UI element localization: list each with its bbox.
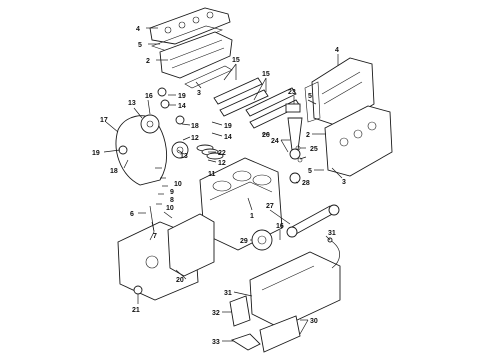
callout-10: 10	[174, 181, 182, 188]
front-seal	[133, 285, 143, 295]
sensor-wire	[329, 239, 340, 269]
callout-12-upper: 12	[191, 135, 199, 142]
oil-pan-lower	[259, 315, 301, 353]
callout-20: 20	[176, 277, 184, 284]
left-cylinder-head	[159, 31, 233, 79]
left-valve-cover-gasket	[151, 25, 223, 53]
callout-19-mid: 19	[224, 123, 232, 130]
callout-16-lower: 16	[276, 223, 284, 230]
timing-chain	[115, 115, 167, 186]
rear-main-seal	[289, 172, 301, 184]
callout-16: 16	[145, 93, 153, 100]
callout-28: 28	[302, 180, 310, 187]
cam-seal	[157, 87, 167, 97]
left-valve-cover	[149, 7, 231, 45]
callout-32: 32	[212, 310, 220, 317]
callout-10-lower: 10	[166, 205, 174, 212]
callout-8: 8	[170, 197, 174, 204]
callout-14-mid: 14	[224, 134, 232, 141]
callout-1: 1	[250, 213, 254, 220]
callout-3: 3	[197, 90, 201, 97]
callout-12: 12	[218, 160, 226, 167]
cam-bolt	[160, 99, 170, 109]
callout-5-right-lower: 5	[308, 168, 312, 175]
right-valve-cover-gasket	[304, 81, 321, 123]
callout-11: 11	[208, 171, 216, 178]
leader-lines	[103, 27, 343, 342]
callout-26: 26	[262, 132, 270, 139]
callout-23: 23	[288, 89, 296, 96]
timing-cover	[117, 213, 215, 301]
callout-29: 29	[240, 238, 248, 245]
callout-13-lower: 13	[180, 153, 188, 160]
callout-18-upper: 18	[191, 123, 199, 130]
oil-pump	[229, 295, 251, 327]
crankshaft	[286, 204, 340, 238]
callout-13: 13	[128, 100, 136, 107]
callout-19: 19	[178, 93, 186, 100]
callout-31: 31	[328, 230, 336, 237]
crank-pulley	[251, 229, 273, 251]
callout-24: 24	[271, 138, 279, 145]
callout-21: 21	[132, 307, 140, 314]
right-valve-cover	[311, 57, 375, 127]
callout-15-left: 15	[232, 57, 240, 64]
callout-30: 30	[310, 318, 318, 325]
oil-pickup-tube	[230, 333, 261, 351]
callout-5: 5	[138, 42, 142, 49]
callout-31-lower: 31	[224, 290, 232, 297]
callout-9: 9	[170, 189, 174, 196]
cam-sprocket	[140, 114, 160, 134]
callout-17: 17	[100, 117, 108, 124]
callout-2: 2	[146, 58, 150, 65]
callout-14: 14	[178, 103, 186, 110]
right-cylinder-head	[324, 105, 393, 177]
dipstick-tube	[149, 205, 155, 241]
callout-4-right: 4	[335, 47, 339, 54]
callout-19-left: 19	[92, 150, 100, 157]
callout-15-right: 15	[262, 71, 270, 78]
callout-5-right: 5	[308, 93, 312, 100]
oil-pan-upper	[249, 251, 341, 329]
callout-18-lower: 18	[110, 168, 118, 175]
camshafts-left	[213, 77, 301, 129]
callout-labels: 4 5 2 3 15 15 19 14 13 16 17 18 12 13 19…	[92, 26, 346, 346]
left-head-gasket	[184, 65, 233, 89]
idler	[118, 145, 128, 155]
tensioner	[175, 115, 185, 125]
connecting-rod-assembly	[285, 103, 303, 163]
callout-22: 22	[218, 150, 226, 157]
engine-block	[199, 157, 283, 251]
callout-27: 27	[266, 203, 274, 210]
callout-2-right: 2	[306, 132, 310, 139]
callout-6: 6	[130, 211, 134, 218]
callout-33: 33	[212, 339, 220, 346]
callout-7: 7	[153, 233, 157, 240]
callout-4: 4	[136, 26, 140, 33]
callout-25: 25	[310, 146, 318, 153]
callout-3-right: 3	[342, 179, 346, 186]
